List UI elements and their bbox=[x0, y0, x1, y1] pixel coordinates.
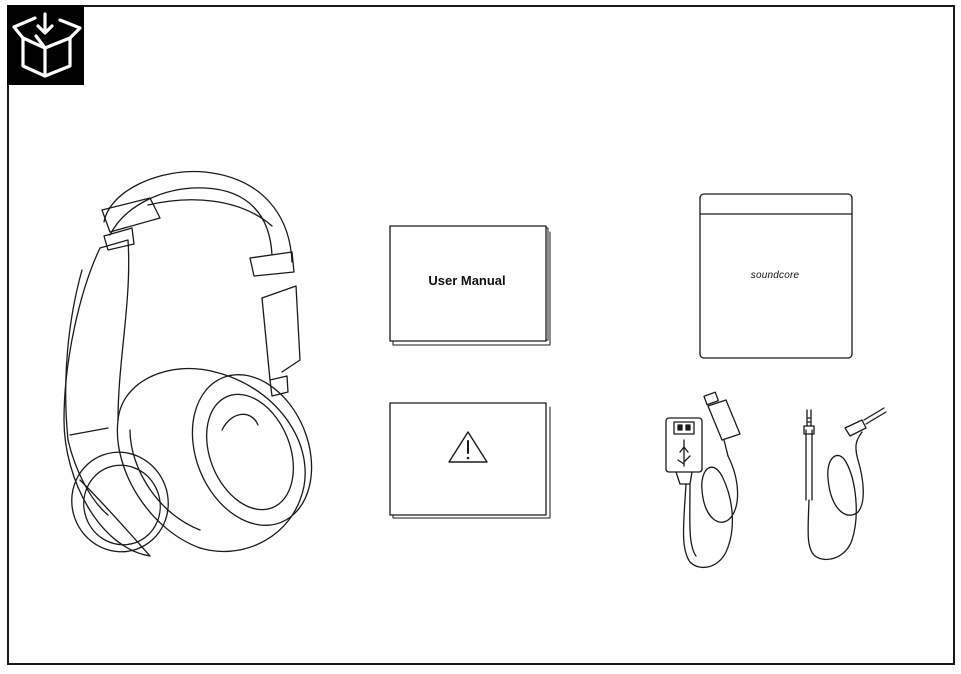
user-manual-title: User Manual bbox=[428, 273, 506, 288]
headphones-icon bbox=[63, 170, 313, 557]
travel-pouch bbox=[699, 193, 853, 359]
user-manual-booklet bbox=[389, 225, 551, 346]
warning-triangle-icon bbox=[448, 431, 488, 463]
usb-cable-icon bbox=[665, 391, 741, 569]
diagram-frame bbox=[7, 5, 955, 665]
audio-cable-icon bbox=[803, 407, 887, 561]
soundcore-brand-logo: soundcore bbox=[750, 270, 800, 281]
unbox-package-icon bbox=[7, 5, 84, 85]
safety-card bbox=[389, 402, 551, 519]
